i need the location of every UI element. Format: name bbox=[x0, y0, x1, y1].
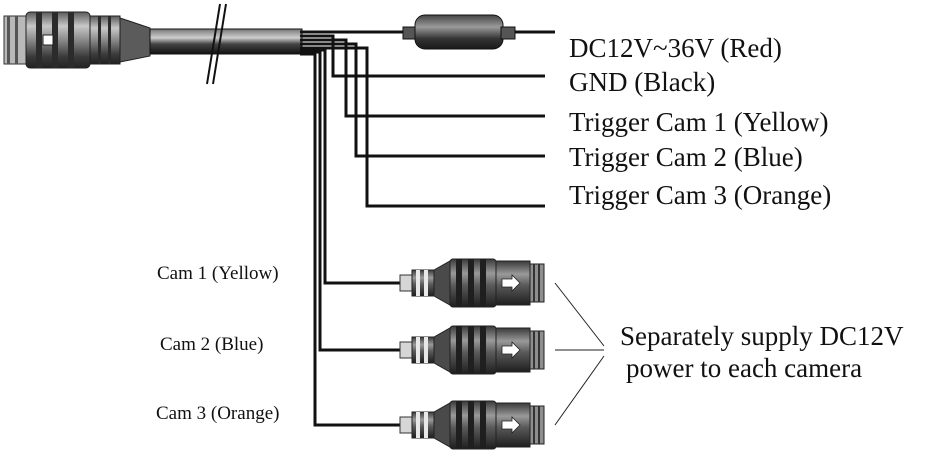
label-trigger-2: Trigger Cam 2 (Blue) bbox=[569, 142, 803, 172]
power-wires bbox=[300, 30, 555, 208]
label-cam-2: Cam 2 (Blue) bbox=[160, 334, 263, 355]
cam-3-connector bbox=[399, 400, 545, 450]
label-trigger-3: Trigger Cam 3 (Orange) bbox=[569, 180, 831, 210]
label-trigger-1: Trigger Cam 1 (Yellow) bbox=[569, 107, 829, 137]
camera-wires bbox=[300, 48, 400, 427]
note-line-2: power to each camera bbox=[626, 353, 862, 383]
cam-1-connector bbox=[399, 258, 545, 308]
main-trunk-connector bbox=[3, 11, 151, 69]
label-cam-3: Cam 3 (Orange) bbox=[156, 403, 279, 424]
callout-lines bbox=[554, 282, 605, 426]
inline-fuse bbox=[402, 14, 516, 50]
label-cam-1: Cam 1 (Yellow) bbox=[157, 263, 279, 284]
label-power: DC12V~36V (Red) bbox=[569, 33, 782, 63]
cam-2-connector bbox=[399, 325, 545, 375]
main-cable bbox=[149, 3, 303, 85]
label-ground: GND (Black) bbox=[569, 67, 715, 97]
note-line-1: Separately supply DC12V bbox=[620, 321, 904, 351]
